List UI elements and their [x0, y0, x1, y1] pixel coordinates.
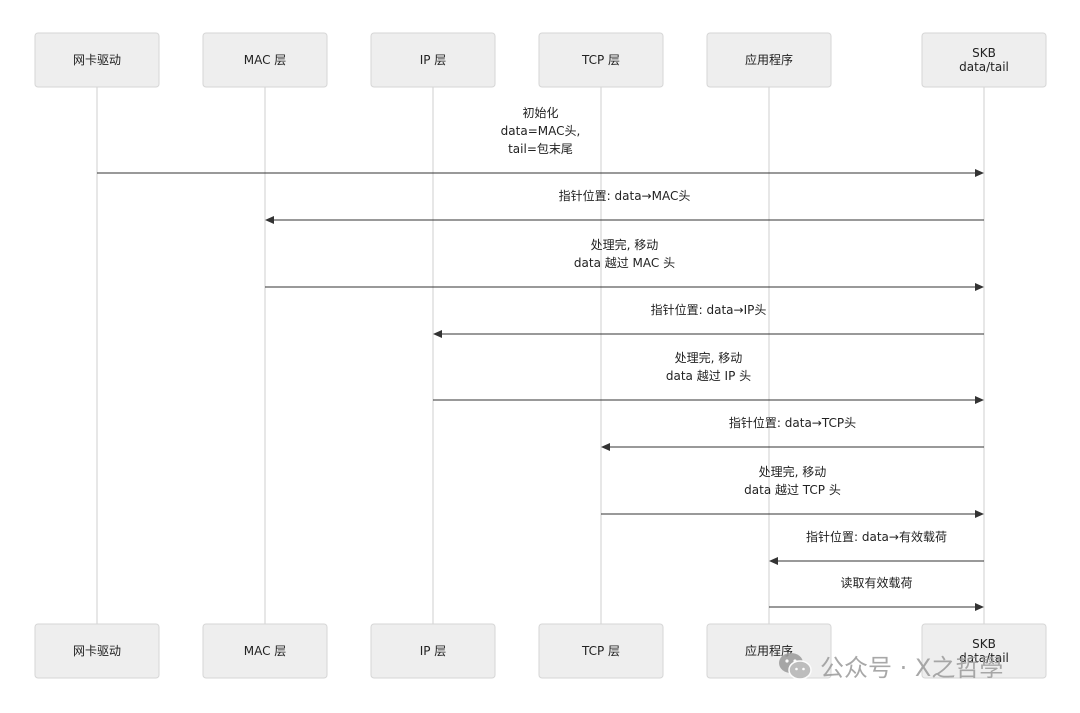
participant-box	[921, 623, 1047, 679]
participant-box	[34, 32, 160, 88]
participant-nic-bottom: 网卡驱动	[34, 623, 160, 679]
participant-tcp-top: TCP 层	[538, 32, 664, 88]
lifelines	[96, 87, 985, 624]
message-6: 指针位置: data→TCP头	[601, 415, 984, 451]
message-label: 处理完, 移动	[675, 350, 743, 365]
message-arrowhead	[975, 169, 984, 177]
participant-ip-top: IP 层	[370, 32, 496, 88]
participant-label: 网卡驱动	[73, 644, 121, 658]
message-4: 指针位置: data→IP头	[433, 302, 984, 338]
participant-label: data/tail	[959, 651, 1009, 665]
message-arrowhead	[975, 396, 984, 404]
participant-app-top: 应用程序	[706, 32, 832, 88]
participant-mac-top: MAC 层	[202, 32, 328, 88]
message-label: data 越过 IP 头	[666, 369, 751, 383]
message-label: data=MAC头,	[501, 124, 581, 138]
participant-label: MAC 层	[244, 53, 287, 67]
message-arrowhead	[975, 283, 984, 291]
participant-box	[202, 623, 328, 679]
participant-box	[34, 623, 160, 679]
participant-box	[202, 32, 328, 88]
participant-box	[921, 32, 1047, 88]
message-label: 处理完, 移动	[591, 237, 659, 252]
participant-ip-bottom: IP 层	[370, 623, 496, 679]
participant-label: MAC 层	[244, 644, 287, 658]
message-arrowhead	[433, 330, 442, 338]
participant-box	[538, 32, 664, 88]
message-arrowhead	[975, 603, 984, 611]
message-label: 读取有效载荷	[840, 575, 912, 590]
message-5: 处理完, 移动 data 越过 IP 头	[433, 350, 984, 404]
participant-label: TCP 层	[581, 644, 620, 658]
message-label: 指针位置: data→TCP头	[729, 415, 856, 430]
message-arrowhead	[769, 557, 778, 565]
wechat-icon	[779, 652, 812, 680]
message-1: 初始化 data=MAC头, tail=包末尾	[97, 106, 984, 177]
participant-label: SKB	[972, 637, 996, 651]
message-label: data 越过 MAC 头	[574, 256, 675, 270]
message-label: 指针位置: data→IP头	[651, 302, 767, 317]
participant-label: IP 层	[420, 644, 447, 658]
message-arrowhead	[601, 443, 610, 451]
watermark: 公众号 · X之哲學	[778, 648, 1003, 683]
participant-label: 应用程序	[745, 643, 793, 658]
message-label: 处理完, 移动	[759, 464, 827, 479]
participant-mac-bottom: MAC 层	[202, 623, 328, 679]
participant-label: 网卡驱动	[73, 53, 121, 67]
message-label: 初始化	[522, 106, 558, 120]
message-arrowhead	[975, 510, 984, 518]
participant-label: data/tail	[959, 60, 1009, 74]
participant-box	[538, 623, 664, 679]
message-7: 处理完, 移动 data 越过 TCP 头	[601, 464, 984, 518]
message-label: data 越过 TCP 头	[744, 483, 841, 497]
participant-label: SKB	[972, 46, 996, 60]
participant-box	[370, 32, 496, 88]
message-label: 指针位置: data→MAC头	[559, 188, 691, 203]
participant-label: TCP 层	[581, 53, 620, 67]
participant-tcp-bottom: TCP 层	[538, 623, 664, 679]
message-label: tail=包末尾	[508, 142, 573, 156]
message-label: 指针位置: data→有效载荷	[806, 529, 947, 544]
message-arrowhead	[265, 216, 274, 224]
participant-box	[370, 623, 496, 679]
message-9: 读取有效载荷	[769, 575, 984, 611]
participant-label: 应用程序	[745, 52, 793, 67]
participant-nic-top: 网卡驱动	[34, 32, 160, 88]
participant-box	[706, 32, 832, 88]
message-8: 指针位置: data→有效载荷	[769, 529, 984, 565]
watermark-text: 公众号 · X之哲學	[820, 654, 1004, 682]
message-2: 指针位置: data→MAC头	[265, 188, 984, 224]
message-3: 处理完, 移动 data 越过 MAC 头	[265, 237, 984, 291]
participant-label: IP 层	[420, 53, 447, 67]
